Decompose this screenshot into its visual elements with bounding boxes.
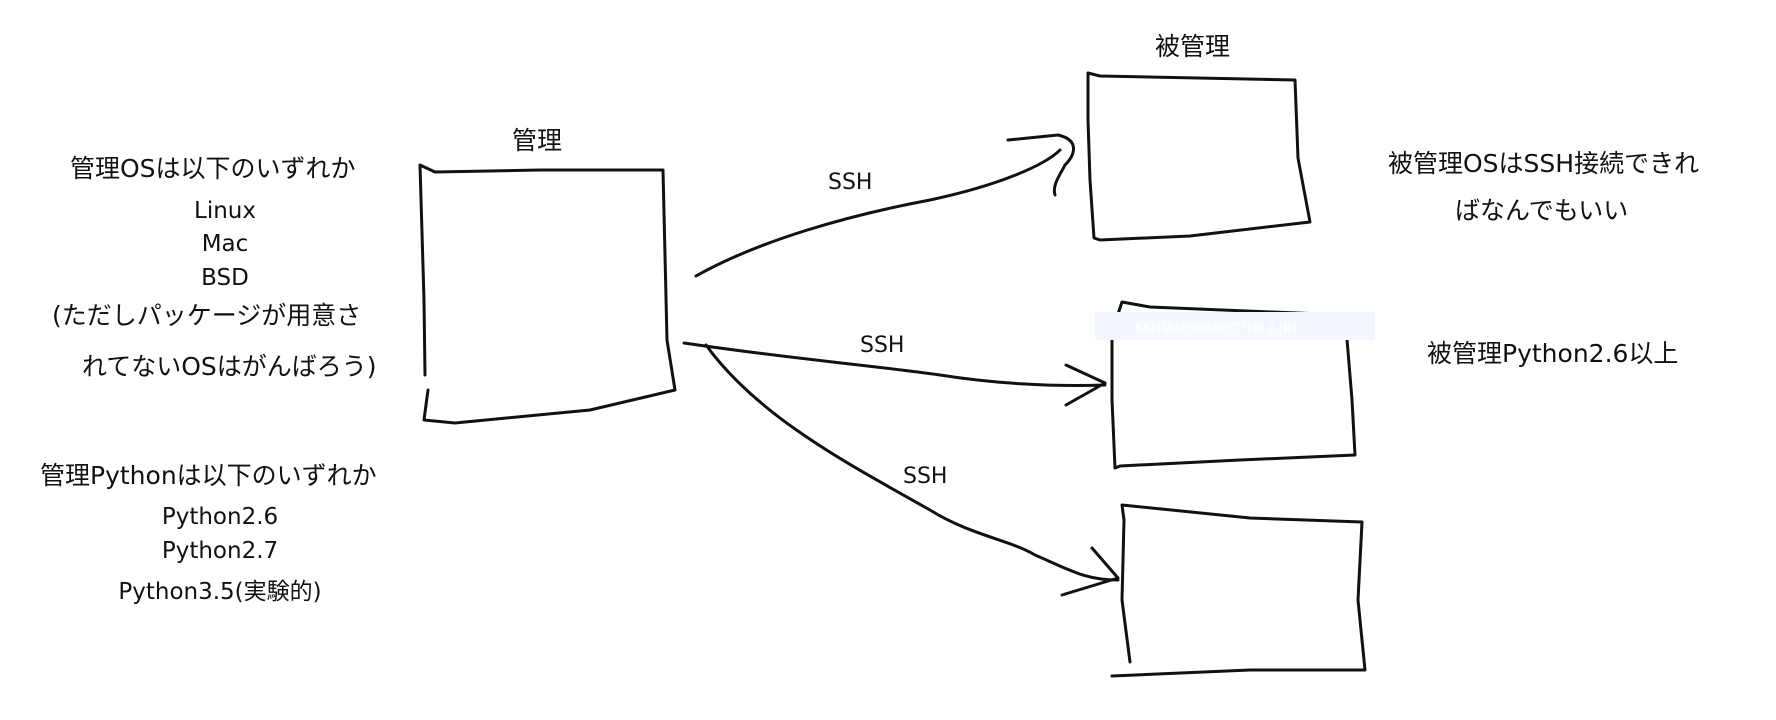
managed-os-note-2: ばなんでもいい bbox=[1455, 196, 1629, 225]
faint-tooltip-text: SSH接続の接続切り替え(R) bbox=[1135, 322, 1298, 337]
managed-os-note-1: 被管理OSはSSH接続できれ bbox=[1388, 149, 1700, 178]
manager-os-note-1: (ただしパッケージが用意さ bbox=[52, 301, 362, 330]
os-linux: Linux bbox=[194, 198, 256, 224]
python-2-6: Python2.6 bbox=[161, 504, 279, 530]
ssh-connector-1 bbox=[694, 133, 1075, 278]
os-mac: Mac bbox=[201, 231, 249, 257]
managed-box-1 bbox=[1086, 71, 1312, 242]
python-2-7: Python2.7 bbox=[161, 538, 279, 564]
python-3-5: Python3.5(実験的) bbox=[118, 579, 322, 605]
manager-python-heading: 管理Pythonは以下のいずれか bbox=[40, 461, 377, 490]
manager-os-note-2: れてないOSはがんばろう) bbox=[82, 352, 377, 381]
managed-box-3 bbox=[1110, 503, 1367, 678]
faint-tooltip: SSH接続の接続切り替え(R) bbox=[1095, 312, 1375, 340]
managed-label: 被管理 bbox=[1155, 32, 1231, 61]
os-bsd: BSD bbox=[201, 265, 249, 291]
ssh-connector-3 bbox=[704, 343, 1120, 597]
managed-python-note: 被管理Python2.6以上 bbox=[1427, 339, 1679, 368]
ssh-label-3: SSH bbox=[903, 464, 948, 489]
manager-os-heading: 管理OSは以下のいずれか bbox=[70, 154, 356, 183]
manager-box bbox=[418, 163, 677, 425]
ssh-label-1: SSH bbox=[828, 170, 873, 195]
ssh-connector-2 bbox=[682, 341, 1107, 407]
manager-label: 管理 bbox=[512, 126, 563, 155]
ssh-label-2: SSH bbox=[860, 333, 905, 358]
